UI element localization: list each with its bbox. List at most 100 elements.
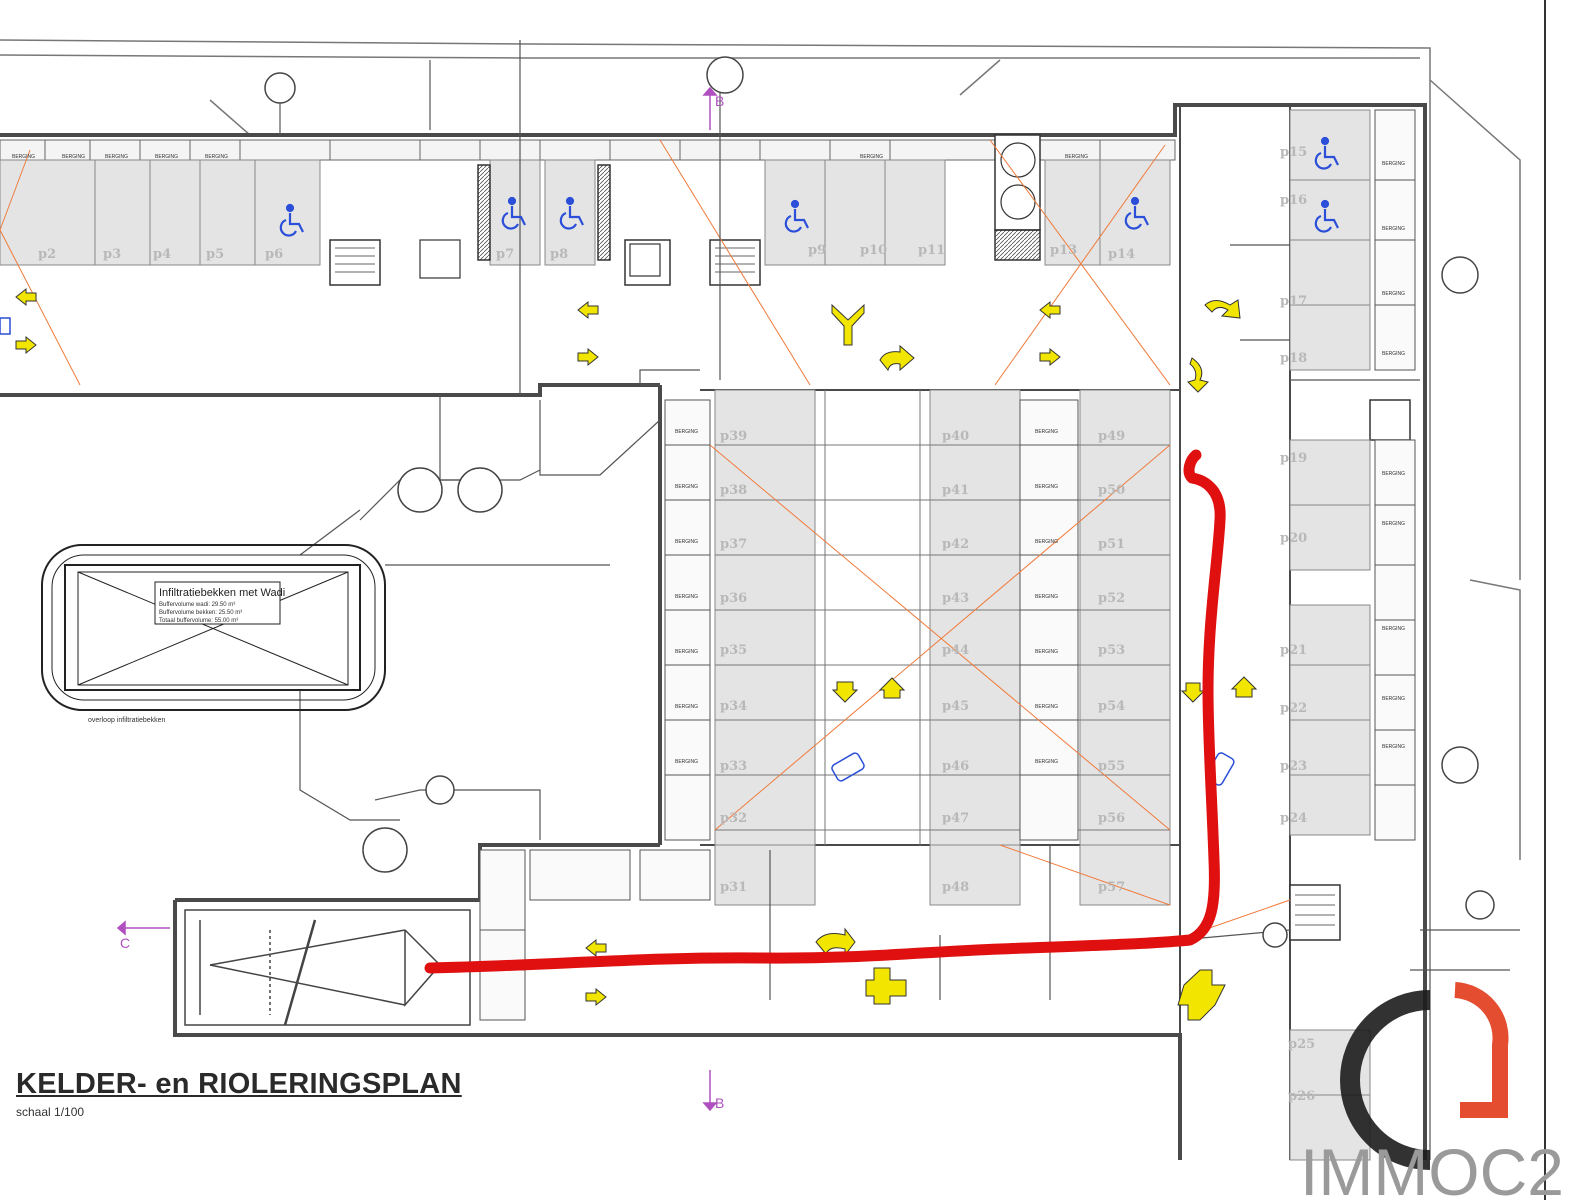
svg-text:BERGING: BERGING — [1035, 429, 1058, 435]
parking-label: p2 — [38, 247, 56, 262]
section-label-b-bottom: B — [715, 1095, 724, 1111]
parking-label: p51 — [1098, 537, 1125, 552]
parking-label: p33 — [720, 759, 747, 774]
berging-dividers — [665, 444, 1078, 776]
parking-label: p8 — [550, 247, 568, 262]
bay-dividers — [715, 390, 1170, 845]
parking-label: p13 — [1050, 243, 1077, 258]
parking-label: p32 — [720, 811, 747, 826]
infiltration-basin — [41, 544, 386, 711]
svg-text:BERGING: BERGING — [675, 759, 698, 765]
svg-text:BERGING: BERGING — [1035, 484, 1058, 490]
parking-label: p50 — [1098, 483, 1125, 498]
svg-text:BERGING: BERGING — [675, 594, 698, 600]
parking-label: p43 — [942, 591, 969, 606]
parking-label: p39 — [720, 429, 747, 444]
parking-label: p22 — [1280, 701, 1307, 716]
parking-label: p23 — [1280, 759, 1307, 774]
berging-cells — [664, 399, 1079, 841]
parking-label: p46 — [942, 759, 969, 774]
parking-label: p18 — [1280, 351, 1307, 366]
parking-label: p35 — [720, 643, 747, 658]
parking-label: p10 — [860, 243, 887, 258]
svg-text:BERGING: BERGING — [1382, 744, 1405, 750]
basin-buffer-total: Totaal buffervolume: 55.00 m³ — [159, 618, 238, 624]
svg-text:BERGING: BERGING — [675, 649, 698, 655]
section-label-c: C — [120, 935, 130, 951]
east-storage-column — [1374, 109, 1416, 841]
svg-text:BERGING: BERGING — [860, 154, 883, 160]
wheelchair-icon — [279, 136, 1339, 237]
plan-title-block: KELDER- en RIOLERINGSPLAN schaal 1/100 — [16, 1068, 462, 1119]
route-path — [424, 449, 1226, 974]
basin-buffer-wadi: Buffervolume wadi: 29.50 m³ — [159, 602, 235, 608]
svg-text:BERGING: BERGING — [12, 154, 35, 160]
svg-text:BERGING: BERGING — [1382, 291, 1405, 297]
manhole-icon — [264, 56, 1495, 948]
svg-text:BERGING: BERGING — [1382, 161, 1405, 167]
basin-title: Infiltratiebekken met Wadi — [159, 587, 285, 599]
svg-text:BERGING: BERGING — [1382, 471, 1405, 477]
svg-text:BERGING: BERGING — [1382, 521, 1405, 527]
immoc2-logo: IMMOC2 — [1300, 982, 1564, 1200]
parking-label: p52 — [1098, 591, 1125, 606]
parking-label: p4 — [153, 247, 171, 262]
plan-scale: schaal 1/100 — [16, 1105, 85, 1119]
north-storage-row — [0, 139, 1176, 161]
logo-c-red-icon — [1454, 982, 1509, 1118]
parking-label: p57 — [1098, 880, 1125, 895]
logo-text: IMMOC2 — [1300, 1135, 1564, 1200]
svg-text:BERGING: BERGING — [675, 539, 698, 545]
central-parking-bays — [714, 389, 1171, 906]
parking-label: p40 — [942, 429, 969, 444]
parking-label: p49 — [1098, 429, 1125, 444]
basin-buffer-bekken: Buffervolume bekken: 25.50 m³ — [159, 610, 242, 616]
parking-label: p7 — [496, 247, 514, 262]
parking-label: p41 — [942, 483, 969, 498]
parking-label: p54 — [1098, 699, 1125, 714]
parking-label: p9 — [808, 243, 826, 258]
parking-label: p17 — [1280, 294, 1307, 309]
svg-text:BERGING: BERGING — [205, 154, 228, 160]
svg-text:BERGING: BERGING — [675, 484, 698, 490]
parking-label: p15 — [1280, 145, 1307, 160]
parking-label: p16 — [1280, 193, 1307, 208]
parking-label: p38 — [720, 483, 747, 498]
parking-label: p56 — [1098, 811, 1125, 826]
parking-label: p14 — [1108, 247, 1135, 262]
stair-cores — [329, 134, 1411, 941]
svg-text:BERGING: BERGING — [1035, 759, 1058, 765]
site-boundary — [0, 0, 1546, 1200]
direction-arrow-icon — [15, 287, 1258, 1021]
logo-c-ring-icon — [1340, 990, 1431, 1170]
parking-label: p24 — [1280, 811, 1307, 826]
plan-title: KELDER- en RIOLERINGSPLAN — [16, 1068, 462, 1100]
parking-label: p3 — [103, 247, 121, 262]
svg-text:BERGING: BERGING — [1035, 539, 1058, 545]
svg-text:BERGING: BERGING — [155, 154, 178, 160]
svg-text:BERGING: BERGING — [62, 154, 85, 160]
berging-labels: BERGING BERGING BERGING BERGING BERGING … — [12, 154, 1405, 765]
diagonal-guides — [0, 139, 1291, 941]
parking-label: p37 — [720, 537, 747, 552]
svg-text:BERGING: BERGING — [105, 154, 128, 160]
parking-label: p6 — [265, 247, 283, 262]
parking-label: p5 — [206, 247, 224, 262]
south-rooms — [479, 849, 711, 1021]
svg-text:BERGING: BERGING — [1382, 626, 1405, 632]
svg-text:BERGING: BERGING — [1382, 696, 1405, 702]
svg-text:BERGING: BERGING — [1382, 351, 1405, 357]
parking-label: p31 — [720, 880, 747, 895]
parking-label: p19 — [1280, 451, 1307, 466]
svg-text:BERGING: BERGING — [675, 429, 698, 435]
parking-label: p48 — [942, 880, 969, 895]
parking-labels: p2 p3 p4 p5 p6 p7 p8 p9 p10 p11 p13 p14 … — [38, 145, 1315, 1104]
parking-label: p53 — [1098, 643, 1125, 658]
section-markers — [116, 86, 718, 1112]
parking-label: p36 — [720, 591, 747, 606]
parking-label: p11 — [918, 243, 945, 258]
stairs-icon — [335, 247, 1335, 926]
svg-text:BERGING: BERGING — [1035, 594, 1058, 600]
parking-label: p47 — [942, 811, 969, 826]
